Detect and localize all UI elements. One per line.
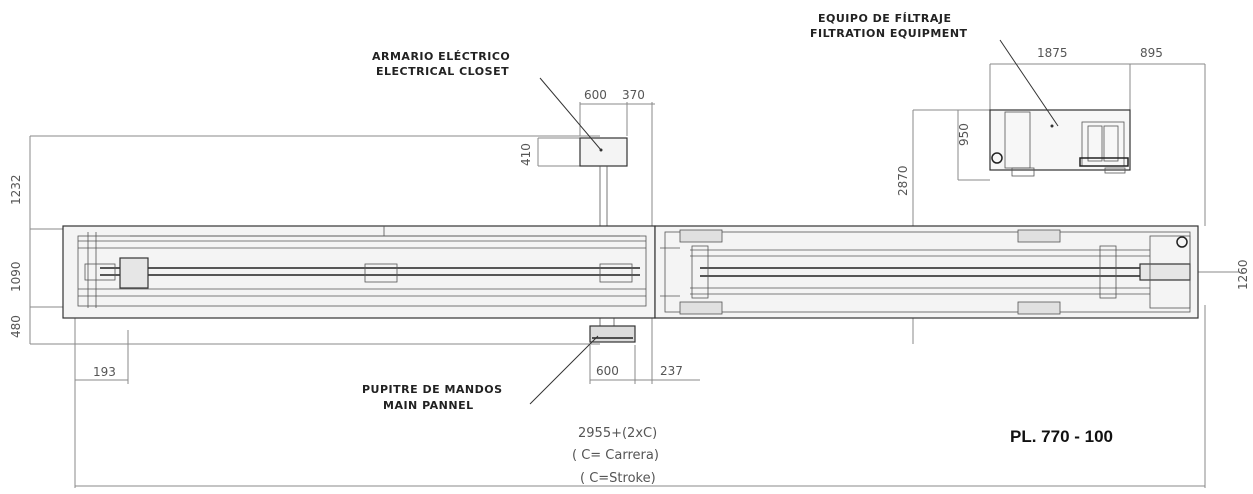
overall-formula: 2955+(2xC): [578, 426, 657, 441]
dim-1090: 1090: [9, 261, 23, 292]
filtration-equipment: [989, 109, 1131, 177]
dim-895: 895: [1140, 46, 1163, 60]
dim-193: 193: [93, 365, 116, 379]
dim-480: 480: [9, 315, 23, 338]
dim-2870: 2870: [896, 165, 910, 196]
dim-950: 950: [957, 123, 971, 146]
dim-1875: 1875: [1037, 46, 1068, 60]
label-closet-es: ARMARIO ELÉCTRICO: [372, 50, 510, 63]
dim-600-top: 600: [584, 88, 607, 102]
dim-1232: 1232: [9, 174, 23, 205]
dim-237: 237: [660, 364, 683, 378]
label-filtration-es: EQUIPO DE FÍLTRAJE: [818, 12, 952, 25]
plan-number: PL. 770 - 100: [1010, 427, 1113, 446]
electrical-closet: [579, 137, 628, 228]
label-panel-en: MAIN PANNEL: [383, 399, 474, 412]
label-panel-es: PUPITRE DE MANDOS: [362, 383, 503, 396]
label-filtration-en: FILTRATION EQUIPMENT: [810, 27, 968, 40]
dim-410: 410: [519, 143, 533, 166]
dim-1260: 1260: [1236, 259, 1250, 290]
overall-stroke: ( C=Stroke): [580, 471, 656, 486]
dim-370: 370: [622, 88, 645, 102]
left-machine-bed: [62, 225, 656, 319]
right-machine-bed: [654, 225, 1199, 319]
overall-carrera: ( C= Carrera): [572, 448, 659, 463]
leader-lines: [529, 39, 1059, 405]
dim-600-bottom: 600: [596, 364, 619, 378]
main-panel: [589, 318, 636, 343]
label-closet-en: ELECTRICAL CLOSET: [376, 65, 509, 78]
